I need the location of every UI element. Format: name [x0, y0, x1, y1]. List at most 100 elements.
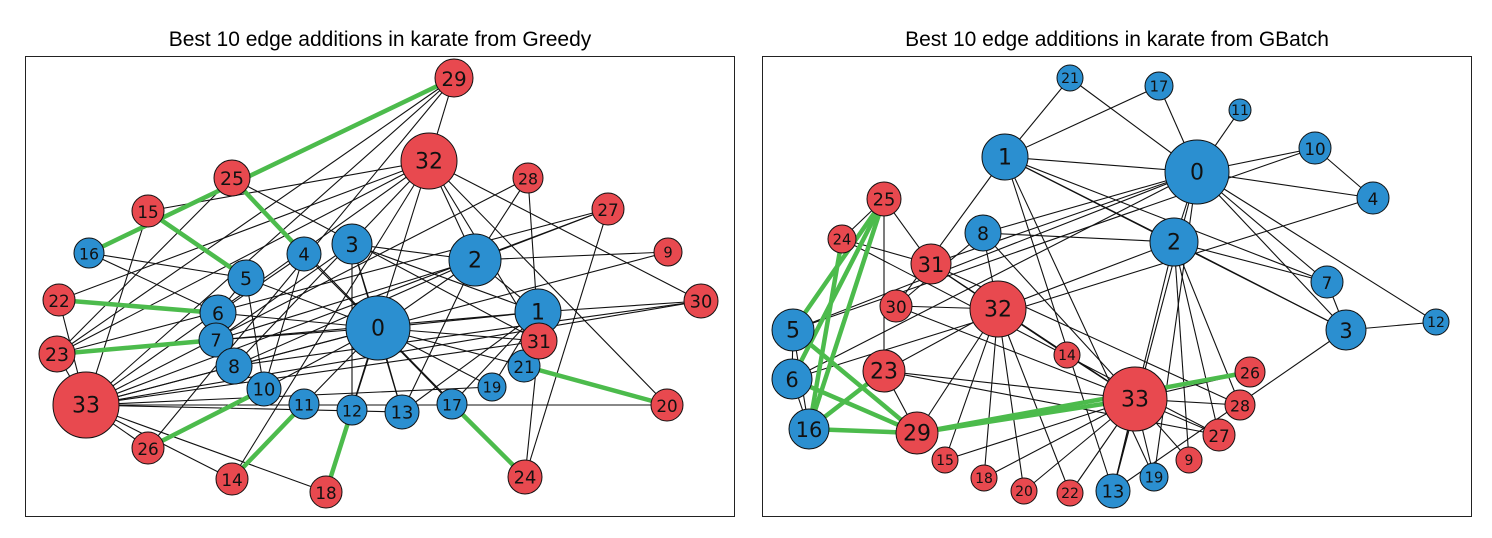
node-6 [771, 358, 813, 400]
node-13 [384, 394, 420, 430]
edge-0-8 [982, 171, 1198, 234]
node-label-4: 4 [1368, 189, 1379, 209]
edge-0-3 [1196, 171, 1347, 331]
edge-0-12 [1196, 171, 1437, 323]
node-label-13: 13 [1102, 482, 1125, 503]
node-label-32: 32 [415, 150, 443, 175]
node-label-33: 33 [72, 394, 100, 419]
node-label-9: 9 [663, 245, 672, 262]
edge-20-32 [997, 308, 1025, 492]
node-label-28: 28 [1230, 397, 1250, 416]
node-33 [1102, 366, 1168, 432]
added-edge-14-11 [229, 401, 307, 482]
node-label-17: 17 [1150, 79, 1169, 96]
edge-8-33 [982, 232, 1136, 400]
node-label-18: 18 [315, 483, 336, 503]
node-9 [653, 237, 683, 267]
node-label-27: 27 [597, 200, 618, 220]
edge-2-32 [997, 241, 1175, 310]
node-17 [436, 388, 468, 420]
node-label-2: 2 [468, 249, 482, 274]
node-label-20: 20 [656, 396, 677, 416]
edge-18-33 [85, 404, 327, 493]
edge-22-32 [58, 160, 430, 301]
node-label-5: 5 [240, 268, 252, 290]
edge-23-32 [56, 160, 430, 355]
node-25 [213, 159, 251, 197]
edge-1-17 [1004, 85, 1160, 158]
added-edge-5-29 [790, 327, 920, 436]
edge-31-33 [85, 340, 540, 406]
added-edge-6-29 [789, 376, 920, 436]
node-3 [1325, 309, 1367, 351]
node-3 [331, 223, 373, 265]
node-label-9: 9 [1185, 453, 1194, 469]
node-32 [969, 280, 1027, 338]
node-14 [1053, 341, 1081, 369]
node-label-3: 3 [1339, 319, 1352, 343]
node-24 [827, 224, 857, 254]
node-label-23: 23 [870, 360, 898, 385]
panel-title: Best 10 edge additions in karate from Gr… [168, 28, 592, 51]
edge-0-5 [792, 171, 1198, 331]
edge-1-30 [537, 300, 702, 313]
node-8 [964, 214, 1002, 252]
edge-28-33 [85, 177, 529, 406]
node-10 [246, 371, 282, 407]
node-19 [1139, 462, 1169, 492]
node-label-4: 4 [298, 245, 309, 266]
node-4 [1356, 181, 1390, 215]
node-label-13: 13 [391, 403, 414, 424]
node-5 [227, 259, 265, 297]
node-16 [73, 237, 105, 269]
node-8 [215, 347, 253, 385]
node-label-10: 10 [1304, 139, 1325, 159]
node-label-2: 2 [1167, 231, 1181, 256]
node-0 [345, 295, 411, 361]
node-20 [1010, 477, 1038, 505]
edge-15-33 [944, 398, 1136, 461]
node-28 [512, 162, 544, 194]
edge-1-3 [351, 243, 539, 313]
node-2 [448, 233, 502, 287]
edge-19-33 [85, 386, 493, 406]
node-label-5: 5 [786, 319, 800, 344]
edge-2-7 [1173, 241, 1328, 283]
node-label-28: 28 [518, 170, 538, 189]
node-label-12: 12 [342, 402, 362, 421]
added-edge-16-24 [806, 236, 845, 432]
node-label-29: 29 [903, 422, 931, 447]
node-label-17: 17 [442, 396, 462, 415]
node-33 [52, 371, 120, 439]
added-edge-6-25 [789, 196, 887, 382]
edge-24-27 [524, 208, 609, 478]
node-label-0: 0 [371, 317, 385, 342]
edge-2-3 [1173, 241, 1347, 331]
edge-0-6 [791, 171, 1198, 380]
edge-8-32 [233, 160, 430, 367]
node-20 [650, 388, 684, 422]
added-edge-23-7 [54, 337, 219, 357]
node-label-1: 1 [998, 146, 1012, 171]
node-18 [309, 475, 343, 509]
node-label-19: 19 [1145, 470, 1164, 487]
node-14 [215, 462, 249, 496]
node-label-33: 33 [1121, 388, 1149, 413]
node-label-21: 21 [513, 357, 534, 377]
edge-23-27 [883, 370, 1220, 436]
node-31 [520, 322, 558, 360]
node-27 [591, 192, 625, 226]
edge-22-32 [997, 308, 1071, 494]
edge-15-33 [85, 210, 149, 406]
node-30 [683, 283, 719, 319]
node-label-27: 27 [1208, 426, 1229, 446]
node-9 [1175, 446, 1203, 474]
edge-3-7 [215, 243, 353, 341]
edge-30-32 [428, 160, 702, 302]
node-26 [1234, 356, 1266, 388]
node-label-26: 26 [137, 439, 158, 459]
node-label-7: 7 [210, 331, 221, 352]
edge-23-29 [56, 77, 455, 355]
node-7 [198, 322, 234, 358]
node-label-18: 18 [975, 471, 993, 487]
